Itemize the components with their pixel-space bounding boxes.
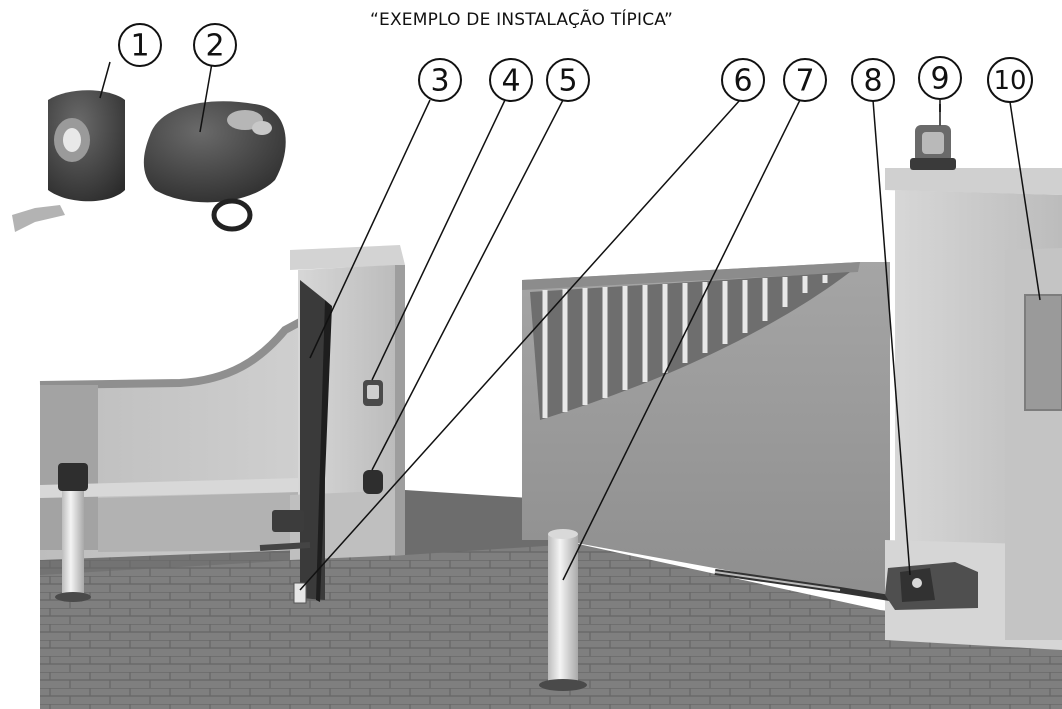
photocell-5 (363, 470, 383, 494)
left-gate-operator (259, 510, 311, 551)
flashing-light-9 (910, 104, 956, 170)
leader-lines (99, 61, 1041, 591)
callout-6-label: 6 (733, 64, 752, 99)
callout-7-label: 7 (795, 64, 814, 99)
callout-2: 2 (193, 23, 237, 67)
callout-8: 8 (851, 58, 895, 102)
control-box-10 (1024, 294, 1062, 411)
left-gate-leaf-open (300, 280, 332, 602)
callout-1: 1 (118, 23, 162, 67)
callout-5: 5 (546, 58, 590, 102)
callout-9: 9 (918, 56, 962, 100)
callout-7: 7 (783, 58, 827, 102)
key-selector-4-face (367, 385, 379, 399)
callout-2-label: 2 (205, 29, 224, 64)
callout-3: 3 (418, 58, 462, 102)
callout-5-label: 5 (558, 64, 577, 99)
wall-key-selector-1 (12, 90, 125, 232)
callout-4-label: 4 (501, 64, 520, 99)
callout-3-label: 3 (430, 64, 449, 99)
callout-10-label: 10 (993, 66, 1026, 96)
callout-8-label: 8 (863, 64, 882, 99)
gate-operator-8 (714, 562, 978, 610)
stop-6 (293, 582, 307, 604)
right-gate-leaf (522, 262, 890, 600)
left-wall (39, 318, 302, 560)
diagram-title: “EXEMPLO DE INSTALAÇÃO TÍPICA” (370, 10, 674, 30)
back-wall (405, 490, 560, 555)
photocell-post-left (55, 463, 91, 602)
callout-6: 6 (721, 58, 765, 102)
callout-4: 4 (489, 58, 533, 102)
remote-control-2 (143, 101, 286, 232)
callout-10: 10 (987, 57, 1033, 103)
callout-9-label: 9 (930, 62, 949, 97)
callout-1-label: 1 (130, 29, 149, 64)
